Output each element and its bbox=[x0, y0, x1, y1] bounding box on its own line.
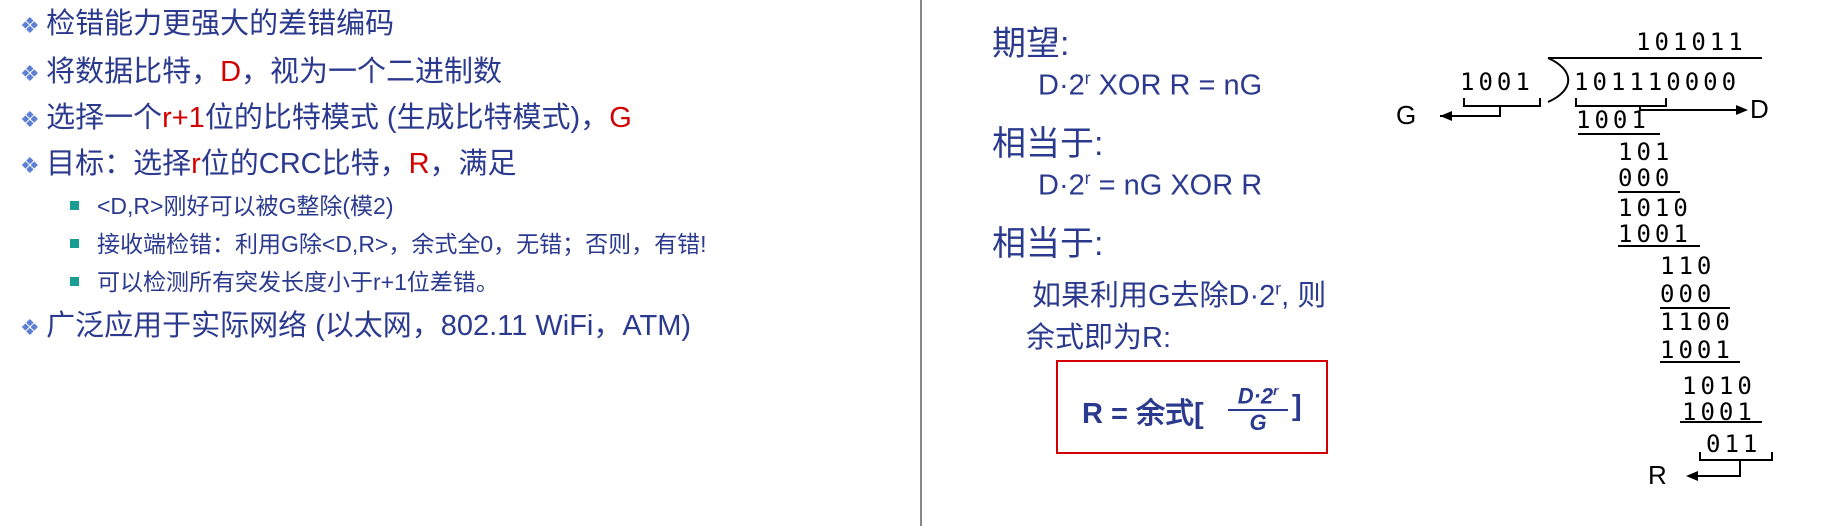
bullet-text: 位的CRC比特， bbox=[200, 148, 409, 180]
sub-bullet-text: 可以检测所有突发长度小于r+1位差错。 bbox=[97, 269, 499, 295]
highlight-d: D bbox=[220, 56, 242, 88]
sub-bullet-item: 接收端检错：利用G除<D,R>，余式全0，无错；否则，有错! bbox=[70, 230, 707, 258]
division-step: 1001 bbox=[1682, 398, 1756, 426]
arrow-head-g-icon bbox=[1440, 111, 1452, 121]
bullet-item: ❖ 选择一个r+1位的比特模式 (生成比特模式)，G bbox=[20, 100, 632, 138]
diamond-bullet-icon: ❖ bbox=[20, 153, 40, 178]
formula-numerator: D·2r bbox=[1228, 378, 1288, 412]
eq-sup: r bbox=[1084, 168, 1091, 188]
dividend: 101110000 bbox=[1574, 68, 1741, 96]
para-sup: r bbox=[1275, 278, 1282, 299]
equation-1: D·2r XOR R = nG bbox=[1038, 68, 1262, 103]
division-step: 101 bbox=[1618, 138, 1674, 166]
para-part: 如果利用G去除D·2 bbox=[1032, 280, 1276, 312]
bullet-text: 选择一个 bbox=[46, 102, 163, 134]
square-bullet-icon bbox=[70, 239, 79, 249]
num-part: D·2 bbox=[1237, 383, 1274, 409]
r-arrow-line bbox=[1694, 460, 1741, 477]
sub-bullet-item: 可以检测所有突发长度小于r+1位差错。 bbox=[70, 268, 499, 296]
r-bracket bbox=[1699, 452, 1773, 461]
heading-equivalent-2: 相当于: bbox=[992, 225, 1104, 263]
eq-part: D·2 bbox=[1038, 169, 1085, 202]
g-arrow-line bbox=[1440, 106, 1501, 117]
equation-2: D·2r = nG XOR R bbox=[1038, 168, 1262, 203]
formula-box bbox=[1056, 360, 1328, 454]
diamond-bullet-icon: ❖ bbox=[20, 61, 40, 86]
d-bracket bbox=[1575, 98, 1667, 107]
highlight-g: G bbox=[609, 102, 632, 134]
paragraph-line-2: 余式即为R: bbox=[1026, 322, 1172, 354]
formula-right: ] bbox=[1292, 390, 1302, 422]
bullet-text: ，满足 bbox=[429, 148, 517, 180]
division-step: 1010 bbox=[1618, 194, 1692, 222]
para-part: , 则 bbox=[1281, 280, 1327, 312]
highlight-r: r bbox=[191, 148, 201, 180]
division-step: 1010 bbox=[1682, 372, 1756, 400]
eq-part: D·2 bbox=[1038, 69, 1085, 102]
sub-bullet-text: 接收端检错：利用G除<D,R>，余式全0，无错；否则，有错! bbox=[97, 231, 707, 257]
division-step: 000 bbox=[1618, 164, 1674, 192]
square-bullet-icon bbox=[70, 201, 79, 211]
eq-sup: r bbox=[1084, 68, 1091, 88]
division-step: 1100 bbox=[1660, 308, 1734, 336]
label-g: G bbox=[1396, 100, 1417, 130]
diamond-bullet-icon: ❖ bbox=[20, 315, 40, 340]
g-bracket bbox=[1463, 98, 1541, 107]
bullet-text: 将数据比特， bbox=[46, 56, 221, 88]
diamond-bullet-icon: ❖ bbox=[20, 13, 40, 38]
sub-bullet-text: <D,R>刚好可以被G整除(模2) bbox=[97, 193, 394, 219]
eq-part: XOR R = nG bbox=[1090, 69, 1263, 102]
square-bullet-icon bbox=[70, 277, 79, 287]
heading-expect: 期望: bbox=[992, 25, 1070, 63]
division-step: 1001 bbox=[1618, 220, 1692, 248]
paragraph-line-1: 如果利用G去除D·2r, 则 bbox=[1032, 272, 1326, 314]
formula-denominator: G bbox=[1249, 410, 1267, 435]
bullet-text: 广泛应用于实际网络 (以太网，802.11 WiFi，ATM) bbox=[46, 310, 692, 342]
d-arrow-line bbox=[1639, 106, 1740, 111]
label-d: D bbox=[1750, 94, 1769, 124]
bullet-item: ❖ 将数据比特，D，视为一个二进制数 bbox=[20, 54, 502, 92]
eq-part: = nG XOR R bbox=[1090, 169, 1263, 202]
diamond-bullet-icon: ❖ bbox=[20, 107, 40, 132]
division-step: 1001 bbox=[1660, 336, 1734, 364]
slide-divider bbox=[920, 0, 922, 526]
heading-equivalent-1: 相当于: bbox=[992, 125, 1104, 163]
arrow-head-r-icon bbox=[1686, 471, 1698, 481]
division-bracket bbox=[1547, 57, 1569, 103]
division-step: 000 bbox=[1660, 280, 1716, 308]
sub-bullet-item: <D,R>刚好可以被G整除(模2) bbox=[70, 192, 393, 220]
num-sup: r bbox=[1273, 383, 1279, 398]
bullet-text: 位的比特模式 (生成比特模式)， bbox=[204, 102, 610, 134]
divisor: 1001 bbox=[1460, 68, 1534, 96]
highlight-R: R bbox=[408, 148, 430, 180]
bullet-item: ❖ 广泛应用于实际网络 (以太网，802.11 WiFi，ATM) bbox=[20, 308, 691, 346]
arrow-head-d-icon bbox=[1736, 105, 1748, 115]
highlight-r1: r+1 bbox=[162, 102, 205, 134]
bullet-item: ❖ 目标：选择r位的CRC比特，R，满足 bbox=[20, 146, 517, 184]
formula-left: R = 余式[ bbox=[1082, 398, 1204, 430]
label-r: R bbox=[1648, 460, 1667, 490]
bullet-text: 目标：选择 bbox=[46, 148, 192, 180]
quotient: 101011 bbox=[1636, 28, 1747, 56]
bullet-text: 检错能力更强大的差错编码 bbox=[46, 8, 395, 40]
bullet-text: ，视为一个二进制数 bbox=[241, 56, 503, 88]
division-step: 1001 bbox=[1576, 106, 1650, 134]
division-step: 110 bbox=[1660, 252, 1716, 280]
bullet-item: ❖ 检错能力更强大的差错编码 bbox=[20, 6, 394, 44]
division-step: 011 bbox=[1706, 430, 1762, 458]
